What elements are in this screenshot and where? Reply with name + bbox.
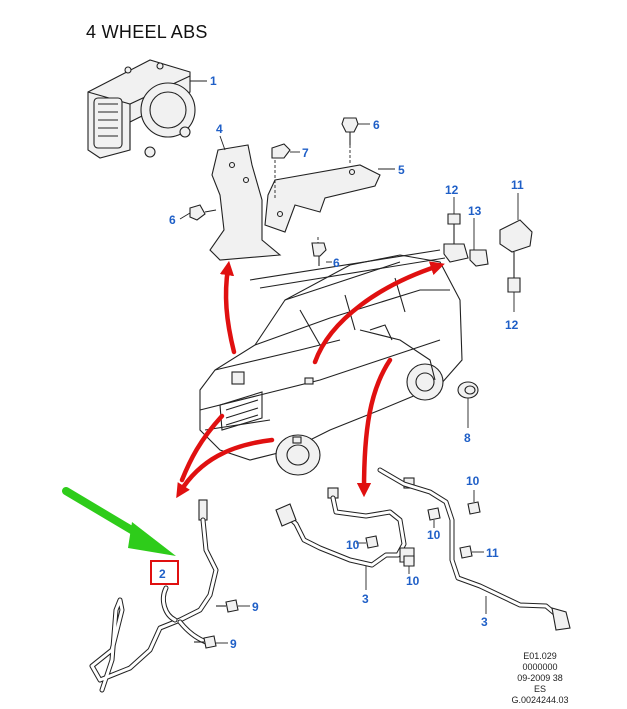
callout-7: 7 bbox=[302, 146, 309, 160]
bolt-10-c[interactable] bbox=[427, 507, 441, 528]
diagram-title: 4 WHEEL ABS bbox=[86, 22, 208, 42]
callout-6-left: 6 bbox=[169, 213, 176, 227]
sensor-12-top[interactable] bbox=[443, 197, 469, 263]
bracket-5[interactable] bbox=[264, 140, 395, 250]
callout-3-left: 3 bbox=[362, 592, 369, 606]
drawing-reference: E01.029 0000000 09-2009 38 ES G.0024244.… bbox=[500, 651, 580, 706]
callout-11-bottom: 11 bbox=[486, 546, 499, 560]
bolt-6-top[interactable] bbox=[341, 117, 370, 145]
arrow-to-brackets bbox=[219, 260, 237, 355]
footer-line-1: E01.029 bbox=[523, 651, 557, 661]
callout-4: 4 bbox=[216, 122, 223, 136]
callout-6-bottom: 6 bbox=[333, 256, 340, 270]
grommet-8[interactable] bbox=[457, 381, 479, 428]
rear-harness-3-left[interactable] bbox=[275, 487, 415, 590]
green-pointer-arrow bbox=[62, 487, 176, 556]
bolt-6-left[interactable] bbox=[179, 204, 217, 221]
highlight-box bbox=[150, 560, 179, 585]
callout-9-lower: 9 bbox=[230, 637, 237, 651]
callout-10-b: 10 bbox=[406, 574, 420, 588]
arrow-to-front-sensor bbox=[176, 437, 275, 499]
callout-10-d: 10 bbox=[466, 474, 480, 488]
arrow-to-front-sensor-b bbox=[179, 413, 225, 483]
callout-11-top: 11 bbox=[511, 178, 524, 192]
bolt-11-lower[interactable] bbox=[459, 545, 484, 559]
direction-arrows bbox=[176, 260, 445, 499]
callout-9-upper: 9 bbox=[252, 600, 259, 614]
arrow-to-rear-harness bbox=[356, 357, 393, 498]
callout-5: 5 bbox=[398, 163, 405, 177]
vehicle-outline bbox=[199, 249, 463, 476]
callout-10-a: 10 bbox=[346, 538, 360, 552]
callout-10-c: 10 bbox=[427, 528, 441, 542]
footer-line-5: G.0024244.03 bbox=[511, 695, 569, 705]
bolt-10-b[interactable] bbox=[403, 555, 415, 574]
callout-13: 13 bbox=[468, 204, 482, 218]
bolt-10-d[interactable] bbox=[467, 490, 481, 515]
bolt-9-lower[interactable] bbox=[194, 635, 228, 649]
callout-1: 1 bbox=[210, 74, 217, 88]
callout-3-right: 3 bbox=[481, 615, 488, 629]
footer-line-3: 09-2009 38 bbox=[517, 673, 563, 683]
callout-8: 8 bbox=[464, 431, 471, 445]
bracket-4[interactable] bbox=[209, 135, 282, 261]
bolt-9-upper[interactable] bbox=[216, 599, 250, 613]
sensor-11[interactable] bbox=[499, 193, 533, 312]
nut-7[interactable] bbox=[271, 143, 300, 159]
arrow-to-right-parts bbox=[312, 261, 445, 365]
footer-line-4: ES bbox=[533, 684, 546, 694]
callout-12-top: 12 bbox=[445, 183, 459, 197]
bolt-6-bottom[interactable] bbox=[311, 242, 332, 266]
callout-2: 2 bbox=[159, 567, 166, 581]
clip-13[interactable] bbox=[469, 218, 489, 267]
callout-12-bottom: 12 bbox=[505, 318, 519, 332]
footer-line-2: 0000000 bbox=[522, 662, 558, 672]
front-sensor-2[interactable] bbox=[89, 499, 219, 693]
abs-module[interactable] bbox=[87, 59, 207, 159]
bolt-10-a[interactable] bbox=[356, 535, 379, 549]
rear-harness-3-right[interactable] bbox=[377, 467, 571, 631]
callout-6-top: 6 bbox=[373, 118, 380, 132]
